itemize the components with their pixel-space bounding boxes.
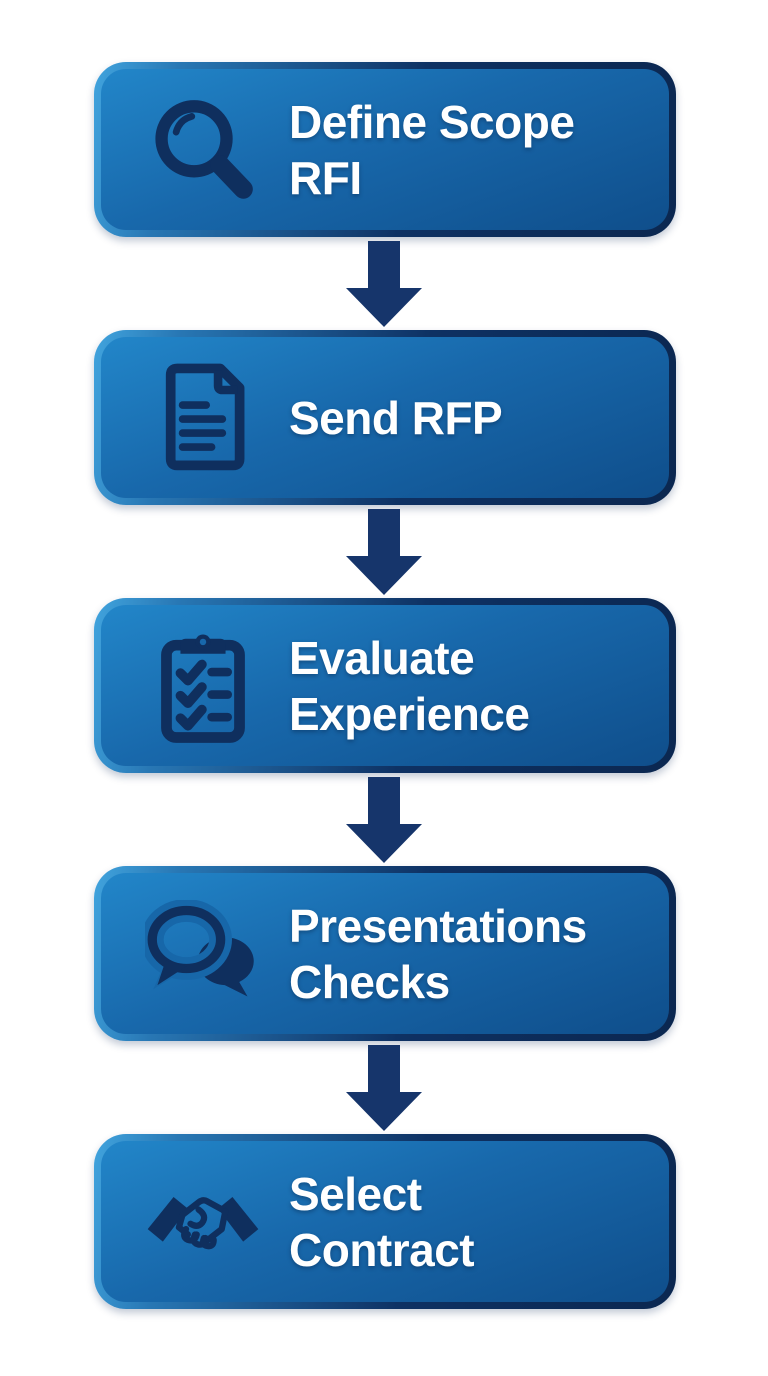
- step-evaluate-experience: Evaluate Experience: [94, 598, 676, 773]
- step-send-rfp: Send RFP: [94, 330, 676, 505]
- down-arrow-icon: [346, 776, 422, 863]
- step-select-contract: Select Contract: [94, 1134, 676, 1309]
- step-label: Send RFP: [289, 390, 503, 446]
- speech-bubbles-icon: [145, 894, 261, 1014]
- step-label-line2: Checks: [289, 955, 450, 1008]
- step-label: Define Scope RFI: [289, 94, 575, 206]
- step-label-line1: Select: [289, 1167, 422, 1220]
- down-arrow-icon: [346, 240, 422, 327]
- step-label: Presentations Checks: [289, 898, 587, 1010]
- process-flow-diagram: Define Scope RFI Send RFP: [94, 62, 676, 1309]
- connector: [346, 1041, 422, 1134]
- document-icon: [145, 358, 261, 478]
- step-label: Select Contract: [289, 1166, 475, 1278]
- step-label-line2: Experience: [289, 687, 530, 740]
- step-label-line1: Evaluate: [289, 631, 475, 684]
- step-presentations-checks: Presentations Checks: [94, 866, 676, 1041]
- down-arrow-icon: [346, 1044, 422, 1131]
- down-arrow-icon: [346, 508, 422, 595]
- connector: [346, 505, 422, 598]
- step-label-line1: Send RFP: [289, 391, 503, 444]
- checklist-icon: [145, 626, 261, 746]
- connector: [346, 237, 422, 330]
- step-label-line2: RFI: [289, 151, 362, 204]
- step-define-scope-rfi: Define Scope RFI: [94, 62, 676, 237]
- connector: [346, 773, 422, 866]
- step-label-line2: Contract: [289, 1223, 475, 1276]
- handshake-icon: [145, 1162, 261, 1282]
- step-label-line1: Define Scope: [289, 95, 575, 148]
- magnifier-icon: [145, 90, 261, 210]
- step-label: Evaluate Experience: [289, 630, 530, 742]
- step-label-line1: Presentations: [289, 899, 587, 952]
